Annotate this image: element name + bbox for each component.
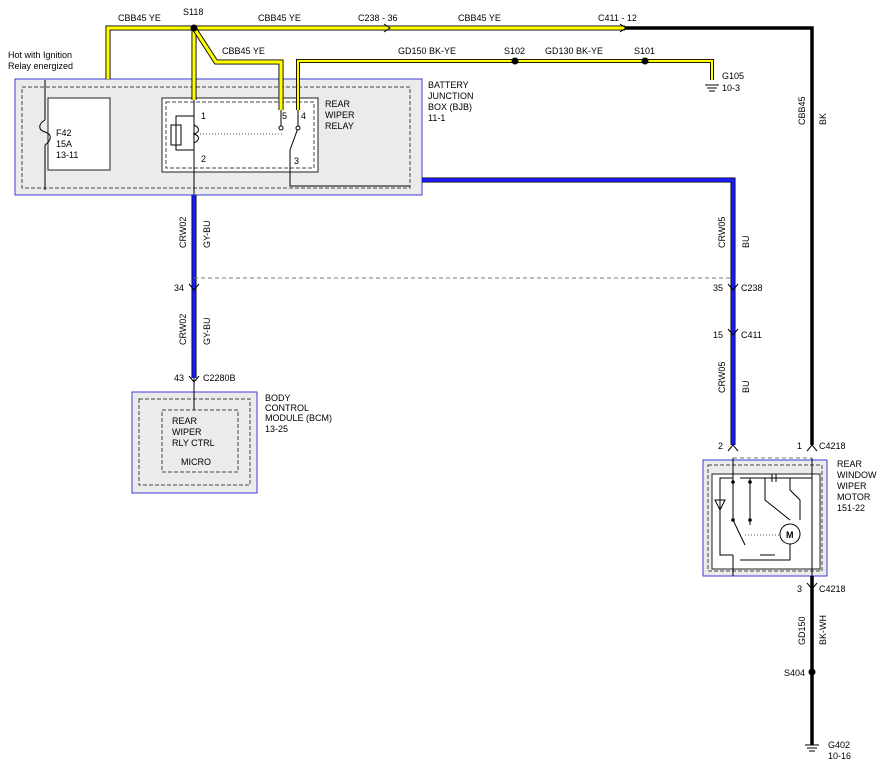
- bcm-label-line3: MODULE (BCM): [265, 413, 332, 423]
- wire-label-gy-bu-lower: GY-BU: [202, 317, 212, 345]
- bcm-inner-line3: RLY CTRL: [172, 438, 215, 448]
- bcm-label-line1: BODY: [265, 393, 291, 403]
- splice-label-s404: S404: [784, 668, 805, 678]
- ground-ref-g105: 10-3: [722, 83, 740, 93]
- wire-label-bk-wh: BK-WH: [818, 615, 828, 645]
- wire-label-gy-bu-upper: GY-BU: [202, 220, 212, 248]
- relay-pin-5: 5: [282, 111, 287, 121]
- connector-pin-2: 2: [718, 441, 723, 451]
- bcm-inner-line2: WIPER: [172, 427, 202, 437]
- connector-pin-34: 34: [174, 283, 184, 293]
- wire-label-cbb45-ye-top: CBB45 YE: [118, 13, 161, 23]
- bjb-label-line3: BOX (BJB): [428, 102, 472, 112]
- relay-pin-4: 4: [301, 111, 306, 121]
- wire-label-cbb45-ye-branch: CBB45 YE: [222, 46, 265, 56]
- connector-label-c238-36: C238 - 36: [358, 13, 398, 23]
- connector-label-c4218-top: C4218: [819, 441, 846, 451]
- bjb-internal-wiring: [39, 80, 410, 195]
- relay-label-line2: WIPER: [325, 110, 355, 120]
- yellow-power-wires: [105, 25, 625, 110]
- wire-label-gd130-bk-ye: GD130 BK-YE: [545, 46, 603, 56]
- bcm-label-line2: CONTROL: [265, 403, 309, 413]
- ground-ref-g402: 10-16: [828, 751, 851, 761]
- relay-pin-2: 2: [201, 154, 206, 164]
- connector-label-c2280b: C2280B: [203, 373, 236, 383]
- splice-label-s101: S101: [634, 46, 655, 56]
- black-wire-cbb45: [625, 26, 814, 445]
- connector-pin-43: 43: [174, 373, 184, 383]
- wire-label-gd150-bottom: GD150: [797, 616, 807, 645]
- hot-note-line1: Hot with Ignition: [8, 50, 72, 60]
- motor-label-line1: REAR: [837, 459, 863, 469]
- blue-wires: [191, 177, 736, 445]
- splice-s101-dot: [641, 57, 649, 65]
- hot-note-line2: Relay energized: [8, 61, 73, 71]
- bjb-ref: 11-1: [428, 113, 445, 123]
- splice-s118-dot: [190, 24, 198, 32]
- bjb-label-line1: BATTERY: [428, 80, 469, 90]
- connector-label-c411-12: C411 - 12: [598, 13, 637, 23]
- relay-pin-1: 1: [201, 111, 206, 121]
- connector-pin-15: 15: [713, 330, 723, 340]
- relay-label-line1: REAR: [325, 99, 351, 109]
- relay-pin-3: 3: [294, 156, 299, 166]
- wire-label-cbb45-ye-mid: CBB45 YE: [258, 13, 301, 23]
- ground-label-g402: G402: [828, 740, 850, 750]
- bcm-ref: 13-25: [265, 424, 288, 434]
- fuse-ref: 13-11: [56, 150, 78, 160]
- motor-internal-circuit: M: [714, 458, 813, 576]
- wire-label-cbb45-ye-right: CBB45 YE: [458, 13, 501, 23]
- motor-ref: 151-22: [837, 503, 865, 513]
- wire-label-crw02-upper: CRW02: [178, 217, 188, 248]
- fuse-name: F42: [56, 128, 72, 138]
- rear-wiper-motor: [702, 459, 828, 577]
- ground-label-g105: G105: [722, 71, 744, 81]
- wire-label-crw05-upper: CRW05: [717, 217, 727, 248]
- splice-s102-dot: [511, 57, 519, 65]
- connector-label-c411: C411: [741, 330, 762, 340]
- wire-label-bu-upper: BU: [741, 235, 751, 248]
- splice-s404-dot: [808, 668, 816, 676]
- fuse-rating: 15A: [56, 139, 72, 149]
- motor-label-line4: MOTOR: [837, 492, 871, 502]
- wire-label-crw02-lower: CRW02: [178, 314, 188, 345]
- splice-label-s118: S118: [183, 7, 203, 17]
- ground-symbol-g105: [705, 84, 719, 92]
- relay-label-line3: RELAY: [325, 121, 354, 131]
- bcm-micro-label: MICRO: [181, 457, 211, 467]
- ground-symbol-g402: [805, 744, 819, 752]
- wire-label-bk: BK: [818, 113, 828, 125]
- ground-wire-bk-ye: [296, 59, 714, 110]
- battery-junction-box: [14, 78, 423, 196]
- connector-label-c4218-bottom: C4218: [819, 584, 846, 594]
- motor-symbol: M: [786, 530, 794, 540]
- wire-label-gd150-bk-ye: GD150 BK-YE: [398, 46, 456, 56]
- wire-label-crw05-lower: CRW05: [717, 362, 727, 393]
- connector-pin-3: 3: [797, 584, 802, 594]
- connector-pin-1: 1: [797, 441, 802, 451]
- connector-arrows: [188, 23, 818, 590]
- splice-label-s102: S102: [504, 46, 525, 56]
- motor-label-line3: WIPER: [837, 481, 867, 491]
- connector-pin-35: 35: [713, 283, 723, 293]
- motor-label-line2: WINDOW: [837, 470, 877, 480]
- wire-label-bu-lower: BU: [741, 380, 751, 393]
- bcm-inner-line1: REAR: [172, 416, 198, 426]
- wire-label-cbb45-vertical: CBB45: [797, 96, 807, 125]
- connector-label-c238: C238: [741, 283, 763, 293]
- bjb-label-line2: JUNCTION: [428, 91, 474, 101]
